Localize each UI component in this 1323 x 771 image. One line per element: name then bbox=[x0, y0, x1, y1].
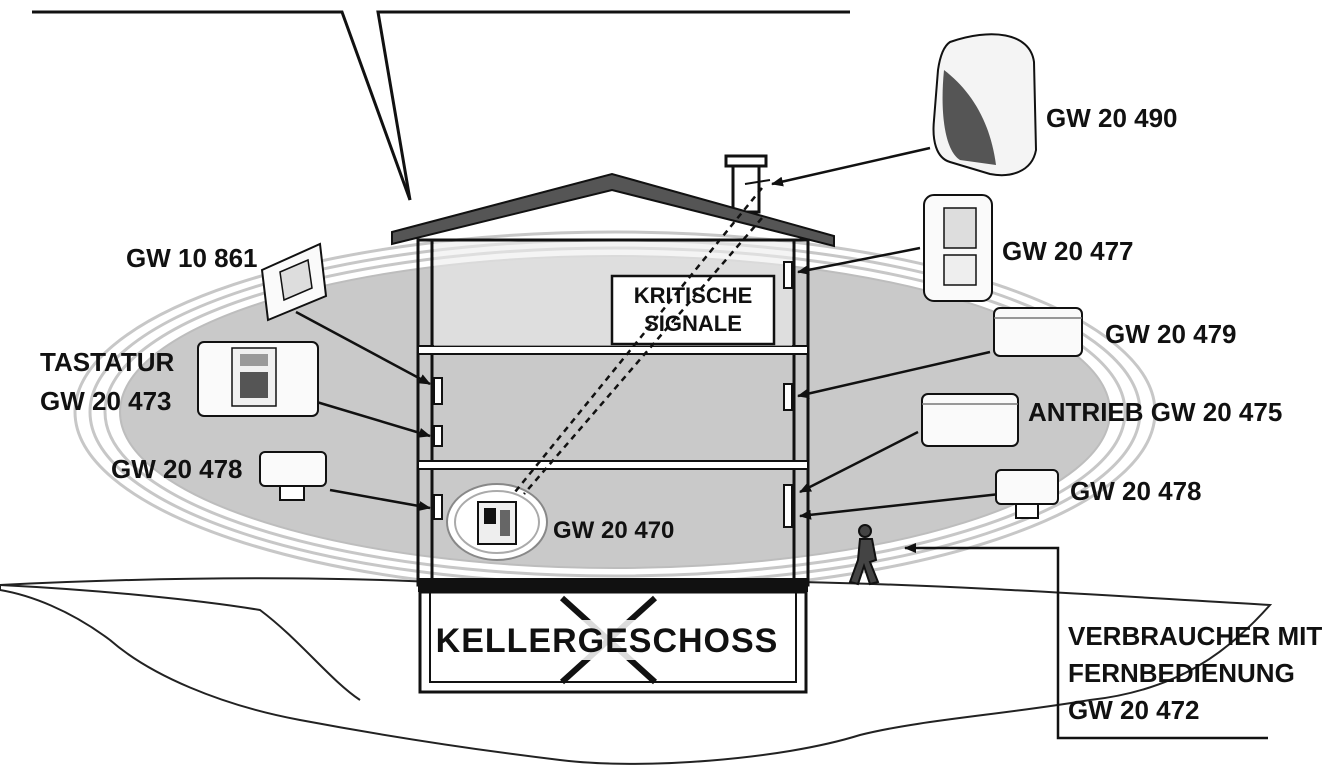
kellergeschoss-label: KELLERGESCHOSS bbox=[436, 622, 779, 660]
device-arrows bbox=[295, 146, 1001, 520]
antrieb-device bbox=[921, 393, 1019, 447]
gw-20-490-device bbox=[932, 33, 1038, 177]
gw-20-470-label: GW 20 470 bbox=[553, 517, 674, 544]
critical-signals-box: KRITISCHE SIGNALE bbox=[610, 274, 776, 346]
gw-20-479-label: GW 20 479 bbox=[1105, 319, 1237, 349]
gw-20-490-label: GW 20 490 bbox=[1046, 103, 1178, 133]
wall-sensors bbox=[433, 261, 793, 528]
tastatur-device bbox=[197, 341, 319, 417]
sensor-left-1 bbox=[433, 377, 443, 405]
walking-person-icon bbox=[848, 524, 880, 586]
gw-20-478-left-device bbox=[259, 451, 327, 501]
tastatur-title-label: TASTATUR bbox=[40, 347, 175, 377]
gw-20-477-label: GW 20 477 bbox=[1002, 236, 1134, 266]
sensor-left-3 bbox=[433, 494, 443, 520]
signale-label: SIGNALE bbox=[644, 311, 742, 336]
gw-20-478-right-device bbox=[995, 469, 1059, 519]
sensor-left-2 bbox=[433, 425, 443, 447]
verbraucher-pointer bbox=[904, 543, 1268, 740]
critical-signal-lines bbox=[514, 187, 763, 495]
central-unit-device bbox=[446, 483, 548, 561]
antrieb-label: ANTRIEB GW 20 475 bbox=[1028, 397, 1282, 427]
gw-20-478-right-label: GW 20 478 bbox=[1070, 476, 1202, 506]
sensor-right-1 bbox=[783, 261, 793, 289]
basement: KELLERGESCHOSS bbox=[418, 590, 808, 694]
antenna-lines bbox=[32, 10, 850, 201]
gw-10-861-label: GW 10 861 bbox=[126, 243, 258, 273]
gw-20-479-device bbox=[993, 307, 1083, 357]
gw-20-477-device bbox=[923, 194, 993, 302]
sensor-right-3 bbox=[783, 484, 793, 528]
ground-line bbox=[0, 584, 361, 701]
sensor-right-2 bbox=[783, 383, 793, 411]
kritische-label: KRITISCHE bbox=[634, 283, 753, 308]
gw-10-861-device bbox=[260, 242, 328, 322]
verbraucher-line2-label: FERNBEDIENUNG bbox=[1068, 658, 1295, 688]
gw-20-478-left-label: GW 20 478 bbox=[111, 454, 243, 484]
verbraucher-line3-label: GW 20 472 bbox=[1068, 695, 1200, 725]
verbraucher-line1-label: VERBRAUCHER MIT bbox=[1068, 621, 1322, 651]
tastatur-code-label: GW 20 473 bbox=[40, 386, 172, 416]
